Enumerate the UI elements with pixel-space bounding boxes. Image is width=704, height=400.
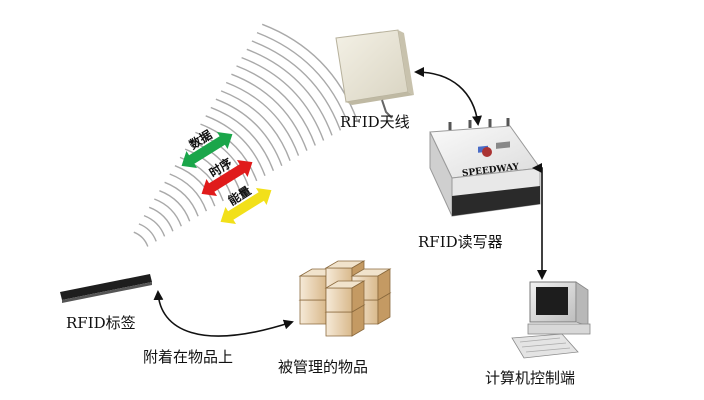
wave-arc	[138, 223, 157, 242]
wave-arc	[200, 123, 258, 182]
wave-arc	[231, 73, 308, 151]
wave-arc	[154, 198, 182, 227]
wave-arc	[251, 40, 342, 131]
rfid-tag-icon	[60, 274, 152, 303]
wave-arc	[133, 231, 149, 247]
wave-arc	[184, 148, 233, 197]
wave-arc	[261, 23, 358, 121]
wave-arc	[195, 131, 249, 187]
wave-arc	[225, 81, 300, 156]
wave-arc	[159, 190, 191, 222]
wave-arc	[241, 56, 325, 141]
antenna-reader-connector	[414, 67, 482, 126]
computer-icon	[511, 281, 591, 359]
rfid-antenna-icon	[335, 29, 414, 119]
computer-label: 计算机控制端	[485, 369, 575, 387]
managed-goods-icon	[298, 260, 392, 337]
wave-arc	[174, 165, 216, 207]
wave-arc	[236, 65, 316, 146]
wave-arc	[256, 31, 350, 126]
wave-arc	[215, 98, 283, 166]
wave-arc	[210, 106, 275, 172]
rfid-reader-icon: SPEEDWAY	[429, 118, 541, 217]
reader-computer-connector	[532, 163, 547, 280]
tag-label: RFID标签	[66, 314, 136, 332]
radio-waves	[133, 23, 358, 247]
antenna-label: RFID天线	[340, 113, 410, 131]
wave-arc	[205, 115, 266, 177]
wave-arc	[164, 181, 199, 217]
wave-arc	[220, 90, 291, 161]
wave-arc	[169, 173, 208, 212]
reader-label: RFID读写器	[418, 233, 503, 251]
wave-arc	[143, 214, 166, 237]
wave-arc	[148, 206, 174, 232]
goods-box	[324, 280, 366, 313]
attach-label: 附着在物品上	[143, 348, 233, 366]
goods-label: 被管理的物品	[278, 358, 368, 376]
wave-arc	[246, 48, 333, 136]
tag-goods-connector	[153, 290, 294, 337]
wave-arc	[190, 140, 241, 192]
